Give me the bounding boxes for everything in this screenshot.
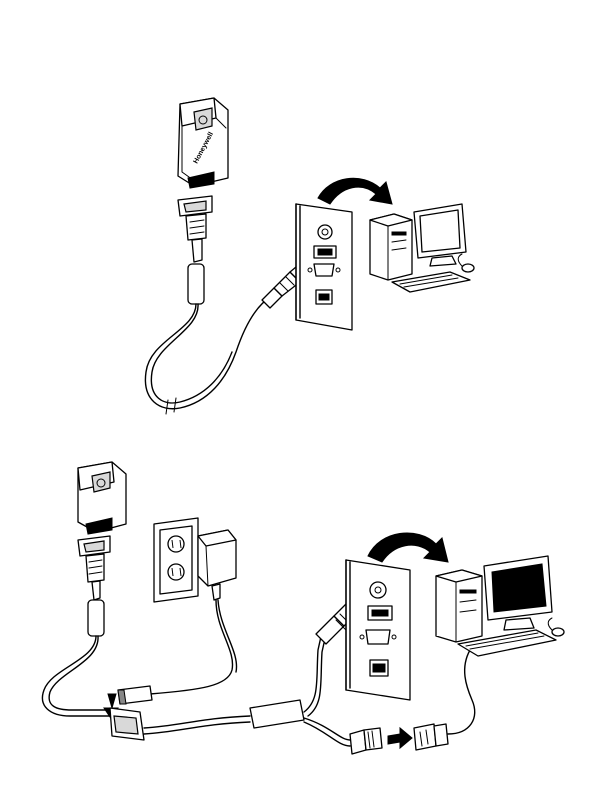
usb-ferrite-core bbox=[188, 264, 204, 304]
inline-ferrite bbox=[250, 700, 304, 728]
keyboard-plug bbox=[350, 728, 382, 754]
usb-scanner: Honeywell bbox=[178, 98, 228, 188]
power-adapter bbox=[198, 530, 236, 600]
keyboard-wedge-connection-diagram bbox=[42, 462, 564, 754]
keyboard-connect-arrow bbox=[388, 728, 412, 748]
keyboard-socket bbox=[414, 724, 448, 750]
y-cable-connector bbox=[110, 708, 144, 740]
wedge-scanner bbox=[78, 462, 126, 534]
wedge-scanner-cable bbox=[42, 636, 110, 716]
usb-swap-arrow bbox=[318, 178, 392, 204]
wedge-keyboard-cable bbox=[304, 718, 350, 740]
wall-outlet bbox=[154, 518, 198, 602]
keyboard-cable bbox=[448, 650, 475, 734]
usb-pc-back-panel bbox=[296, 204, 352, 330]
usb-cable bbox=[145, 296, 272, 409]
usb-connection-diagram: Honeywell bbox=[145, 98, 474, 414]
wedge-swap-arrow bbox=[368, 533, 448, 562]
wedge-main-cable bbox=[144, 716, 250, 728]
wedge-pc-back-panel bbox=[346, 560, 410, 700]
usb-scanner-cable-connector bbox=[178, 196, 212, 262]
wedge-computer bbox=[436, 556, 564, 656]
wedge-ferrite-core bbox=[88, 600, 104, 636]
usb-computer bbox=[370, 204, 474, 292]
power-jack bbox=[118, 686, 152, 704]
wedge-scanner-cable-connector bbox=[78, 536, 110, 600]
